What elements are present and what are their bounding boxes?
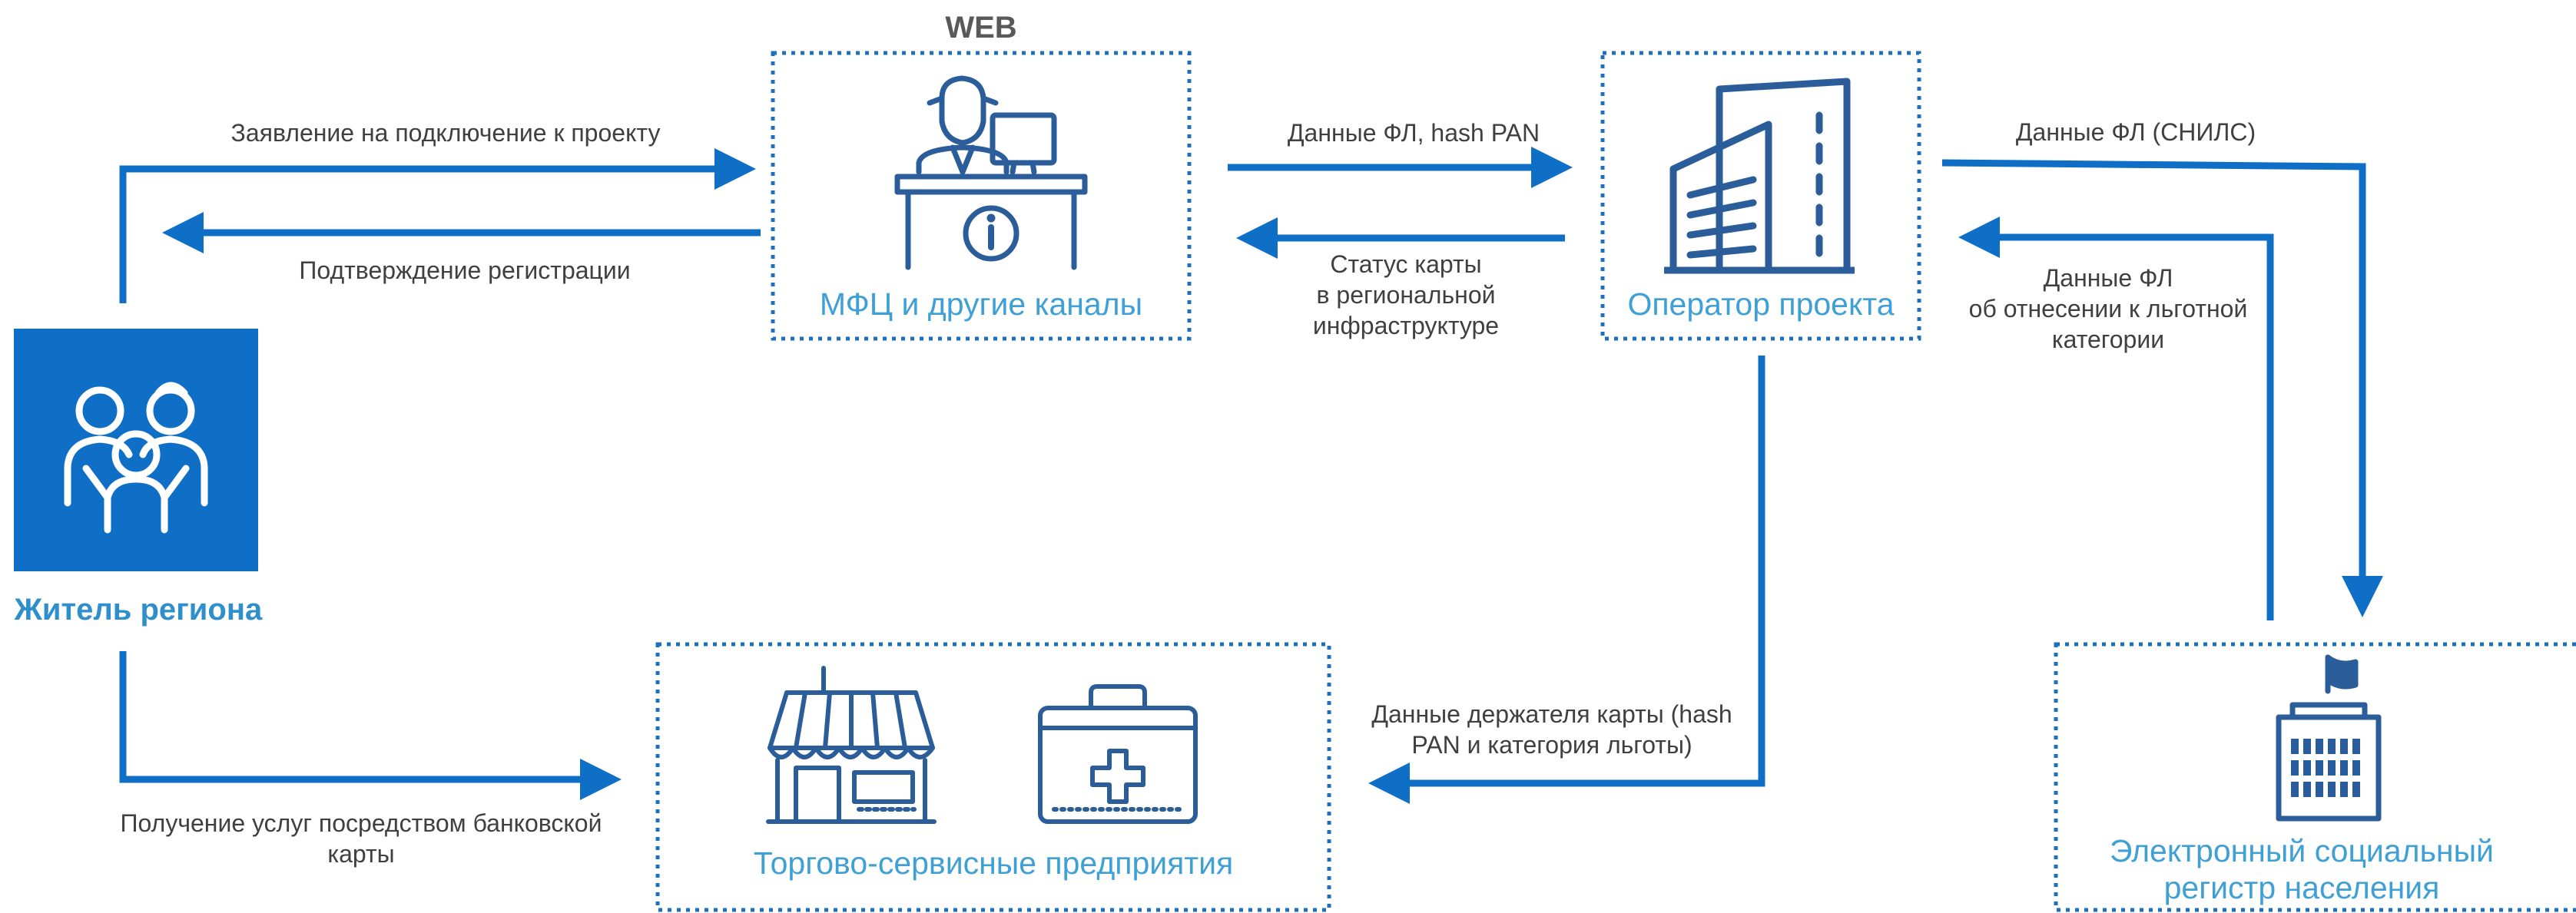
family-icon — [64, 382, 208, 534]
arrow-services — [119, 651, 622, 800]
label-data-snils: Данные ФЛ (СНИЛС) — [2015, 118, 2256, 146]
arrow-data-snils — [1941, 159, 2383, 617]
label-data-benefit: Данные ФЛ об отнесении к льготной катего… — [1968, 264, 2248, 353]
label-confirmation: Подтверждение регистрации — [299, 256, 631, 284]
first-aid-kit-icon — [1038, 684, 1198, 824]
arrow-application — [119, 148, 756, 303]
merchants-box — [655, 642, 1331, 912]
label-application: Заявление на подключение к проекту — [230, 119, 661, 147]
receptionist-desk-icon — [894, 75, 1088, 270]
government-building-icon — [2276, 654, 2382, 822]
arrow-holder-data — [1368, 356, 1765, 804]
label-services: Получение услуг посредством банковской к… — [120, 809, 602, 868]
label-holder-data: Данные держателя карты (hash PAN и катег… — [1371, 700, 1732, 759]
merchants-title: Торгово-сервисные предприятия — [753, 845, 1234, 881]
store-icon — [766, 666, 937, 824]
resident-box — [14, 329, 258, 571]
operator-box — [1600, 51, 1921, 341]
web-label: WEB — [945, 11, 1017, 45]
office-building-icon — [1664, 78, 1855, 274]
label-data-hash: Данные ФЛ, hash PAN — [1287, 119, 1540, 147]
operator-title: Оператор проекта — [1627, 286, 1895, 322]
arrow-data-benefit — [1958, 217, 2274, 620]
label-card-status: Статус карты в региональной инфраструкту… — [1312, 250, 1500, 339]
register-title: Электронный социальный регистр населения — [2110, 833, 2494, 905]
resident-title: Житель региона — [14, 593, 263, 627]
mfc-title: МФЦ и другие каналы — [819, 286, 1143, 322]
register-box — [2054, 642, 2576, 912]
